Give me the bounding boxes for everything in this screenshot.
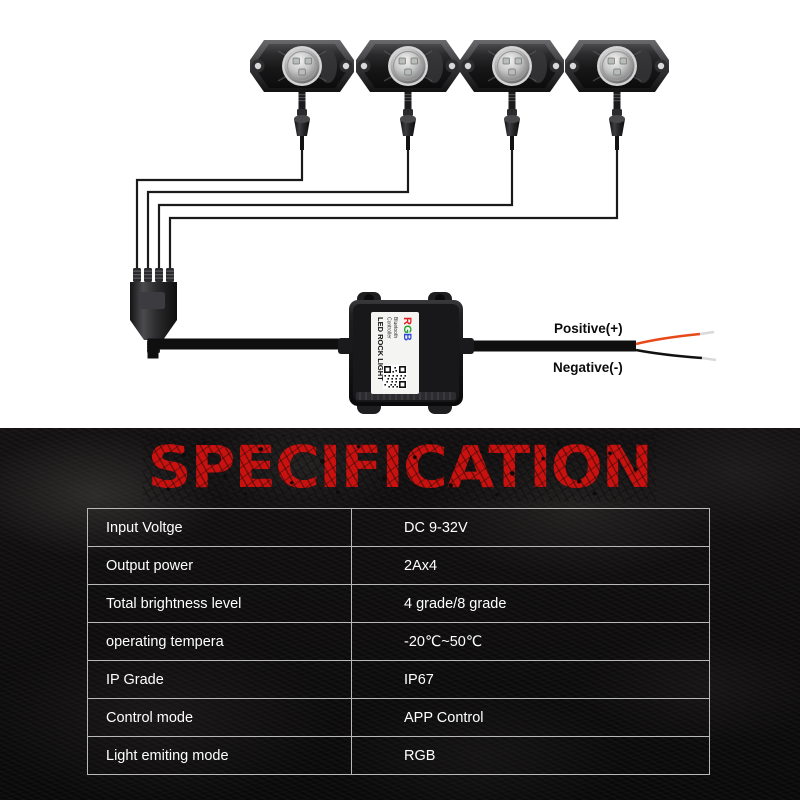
svg-text:R: R (401, 317, 413, 325)
specification-panel: SPECIFICATION Input Voltge DC 9-32V Outp… (0, 428, 800, 800)
svg-text:Bluetooth: Bluetooth (392, 317, 398, 338)
positive-label: Positive(+) (554, 321, 623, 336)
spec-value: DC 9-32V (351, 508, 710, 547)
spec-value: IP67 (351, 660, 710, 699)
svg-text:Controller: Controller (386, 317, 392, 339)
spec-value: 4 grade/8 grade (351, 584, 710, 623)
main-trunk-cable (147, 338, 354, 359)
wiring-diagram: R G B Bluetooth Controller LED ROCK LIGH… (130, 40, 717, 414)
spec-key: Output power (87, 546, 352, 585)
table-row: Control mode APP Control (87, 698, 710, 737)
specification-table: Input Voltge DC 9-32V Output power 2Ax4 … (87, 508, 710, 775)
spec-value: APP Control (351, 698, 710, 737)
table-row: Input Voltge DC 9-32V (87, 508, 710, 547)
svg-text:G: G (401, 325, 413, 334)
positive-wire (635, 332, 701, 346)
spec-key: IP Grade (87, 660, 352, 699)
table-row: Output power 2Ax4 (87, 546, 710, 585)
page-title: SPECIFICATION (143, 434, 658, 502)
table-row: Total brightness level 4 grade/8 grade (87, 584, 710, 623)
specification-title-wrap: SPECIFICATION (0, 434, 800, 502)
spec-key: Light emiting mode (87, 736, 352, 775)
negative-label: Negative(-) (553, 360, 623, 375)
table-row: operating tempera -20℃~50℃ (87, 622, 710, 661)
svg-text:B: B (401, 333, 413, 341)
rock-light-pod-4 (565, 40, 669, 150)
spec-value: RGB (351, 736, 710, 775)
spec-key: Total brightness level (87, 584, 352, 623)
spec-value: -20℃~50℃ (351, 622, 710, 661)
negative-wire (635, 348, 703, 360)
splitter-hub (130, 268, 177, 353)
rock-light-pod-1 (250, 40, 354, 150)
svg-text:LED ROCK LIGHT: LED ROCK LIGHT (376, 317, 385, 381)
spec-key: Control mode (87, 698, 352, 737)
power-lead (474, 330, 717, 362)
table-row: IP Grade IP67 (87, 660, 710, 699)
bluetooth-controller: R G B Bluetooth Controller LED ROCK LIGH… (338, 292, 474, 414)
rock-light-pod-2 (356, 40, 460, 150)
harness-wires (135, 150, 619, 268)
spec-key: Input Voltge (87, 508, 352, 547)
rock-light-pod-3 (460, 40, 564, 150)
spec-key: operating tempera (87, 622, 352, 661)
spec-value: 2Ax4 (351, 546, 710, 585)
table-row: Light emiting mode RGB (87, 736, 710, 775)
